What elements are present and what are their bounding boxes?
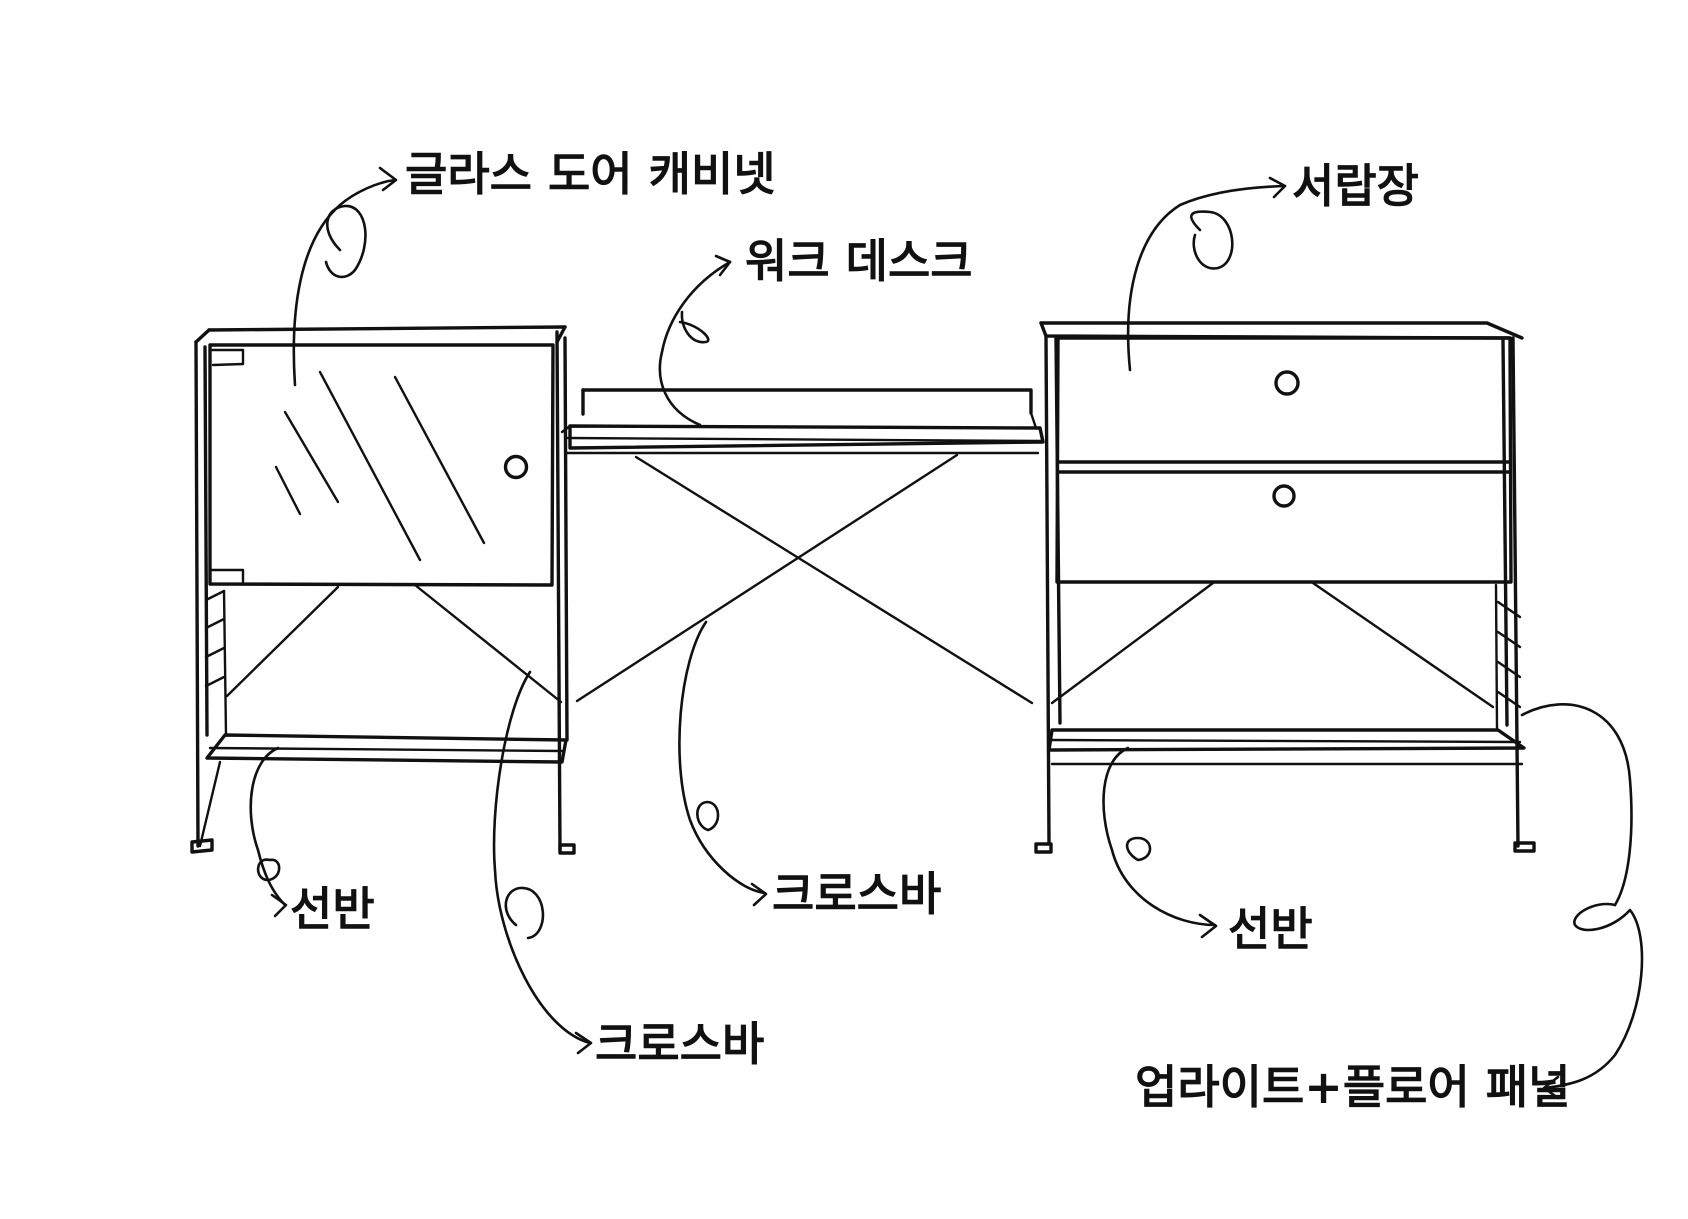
left-upright-panel-hatch	[204, 589, 228, 737]
left-unit-frame	[194, 325, 569, 852]
glass-door-cabinet-leader	[292, 166, 398, 387]
right-unit-frame	[1039, 321, 1524, 848]
label-glass-door-cabinet: 글라스 도어 캐비넷	[405, 147, 776, 201]
label-work-desk: 워크 데스크	[745, 234, 973, 288]
left-unit-feet	[190, 760, 576, 855]
bottom-drawer-knob	[1272, 484, 1296, 508]
drawer-unit	[1055, 336, 1513, 584]
glass-reflection-lines	[274, 370, 486, 562]
cabinet-knob	[503, 454, 529, 480]
right-shelf-leader	[1102, 746, 1218, 939]
left-shelf-leader	[249, 746, 288, 918]
center-crossbar	[575, 453, 1034, 705]
center-crossbar-leader	[678, 620, 768, 907]
label-upright-floor-panel: 업라이트+플로어 패널	[1135, 1060, 1570, 1114]
left-crossbar-leader	[492, 670, 593, 1055]
right-shelf	[1047, 728, 1526, 766]
right-crossbar	[1050, 581, 1495, 709]
work-desk-leader	[658, 254, 732, 427]
upright-floor-panel-leader	[1520, 703, 1644, 1100]
label-crossbar-left: 크로스바	[595, 1017, 764, 1071]
top-drawer-knob	[1274, 370, 1300, 396]
label-crossbar-center: 크로스바	[772, 867, 941, 921]
left-crossbar	[225, 583, 563, 704]
work-desk	[560, 388, 1045, 705]
desk-top	[560, 388, 1045, 455]
right-unit	[1034, 321, 1536, 854]
left-shelf	[205, 733, 568, 764]
label-drawer-unit: 서랍장	[1292, 159, 1419, 213]
drawer-unit-leader	[1126, 176, 1287, 372]
right-upright-panel-hatch	[1494, 583, 1522, 730]
left-unit	[190, 325, 576, 855]
label-shelf-left: 선반	[290, 882, 375, 936]
right-unit-feet	[1034, 841, 1536, 854]
label-shelf-right: 선반	[1228, 902, 1313, 956]
labels: 글라스 도어 캐비넷 워크 데스크 서랍장 선반 크로스바 크로스바 선반 업라…	[290, 147, 1570, 1114]
glass-door-cabinet	[208, 343, 555, 587]
leader-lines	[249, 166, 1644, 1100]
